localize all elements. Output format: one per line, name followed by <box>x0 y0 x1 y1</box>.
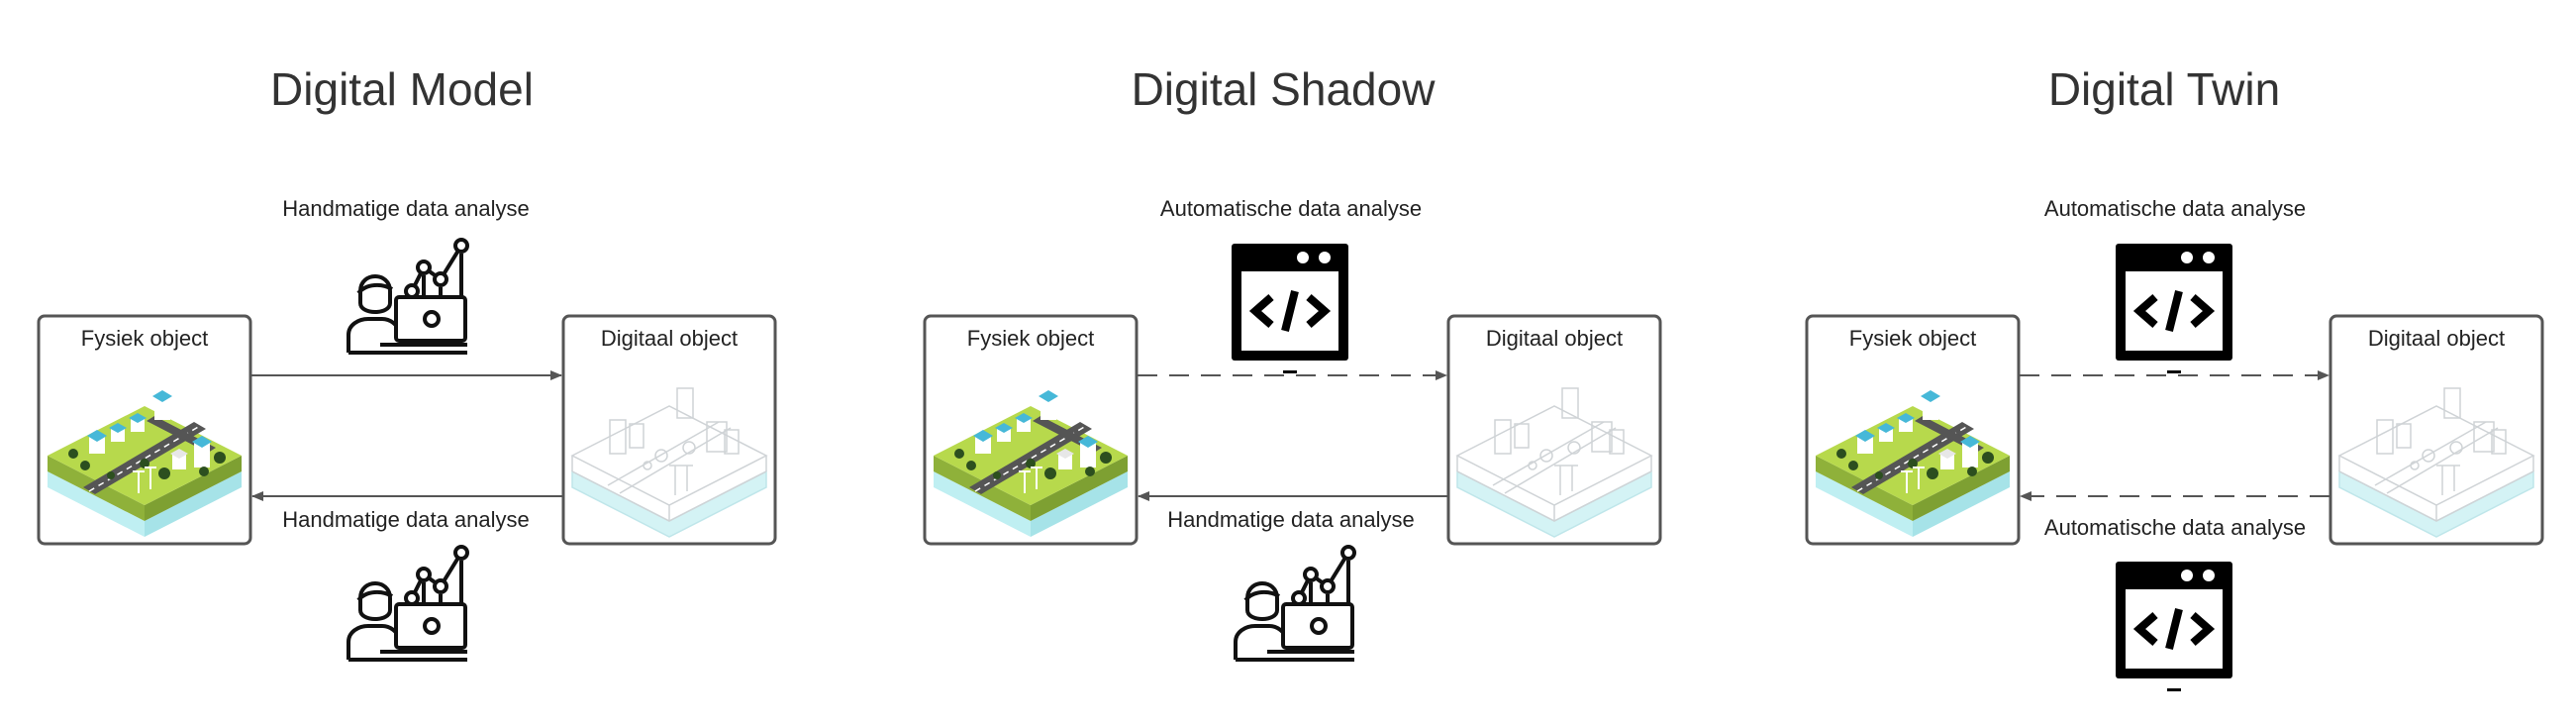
bottom-flow-label: Handmatige data analyse <box>282 507 530 532</box>
panel-digital-model: Digital Model Fysiek object Digitaal obj… <box>37 63 777 662</box>
physical-object-label: Fysiek object <box>81 326 208 351</box>
bottom-flow-label: Automatische data analyse <box>2044 515 2306 540</box>
digital-object-box <box>561 314 777 546</box>
top-flow-label: Automatische data analyse <box>1160 196 1422 221</box>
digital-object-label: Digitaal object <box>601 326 738 351</box>
physical-object-label: Fysiek object <box>967 326 1094 351</box>
code-window-icon <box>2116 244 2232 373</box>
person-laptop-analytics-icon <box>347 545 469 662</box>
physical-object-label: Fysiek object <box>1849 326 1976 351</box>
person-laptop-analytics-icon <box>347 238 469 355</box>
digital-object-box <box>2328 314 2544 546</box>
panel-title: Digital Twin <box>2048 63 2280 115</box>
digital-object-label: Digitaal object <box>1486 326 1623 351</box>
panel-title: Digital Shadow <box>1132 63 1437 115</box>
panel-title: Digital Model <box>270 63 534 115</box>
panel-digital-shadow: Digital Shadow Fysiek object Digitaal ob… <box>923 63 1662 662</box>
bottom-flow-label: Handmatige data analyse <box>1167 507 1415 532</box>
code-window-icon <box>1232 244 1348 373</box>
code-window-icon <box>2116 562 2232 691</box>
person-laptop-analytics-icon <box>1234 545 1356 662</box>
panel-digital-twin: Digital Twin Fysiek object Digitaal obje… <box>1805 63 2544 691</box>
digital-object-box <box>1446 314 1662 546</box>
top-flow-label: Handmatige data analyse <box>282 196 530 221</box>
digital-object-label: Digitaal object <box>2368 326 2505 351</box>
top-flow-label: Automatische data analyse <box>2044 196 2306 221</box>
